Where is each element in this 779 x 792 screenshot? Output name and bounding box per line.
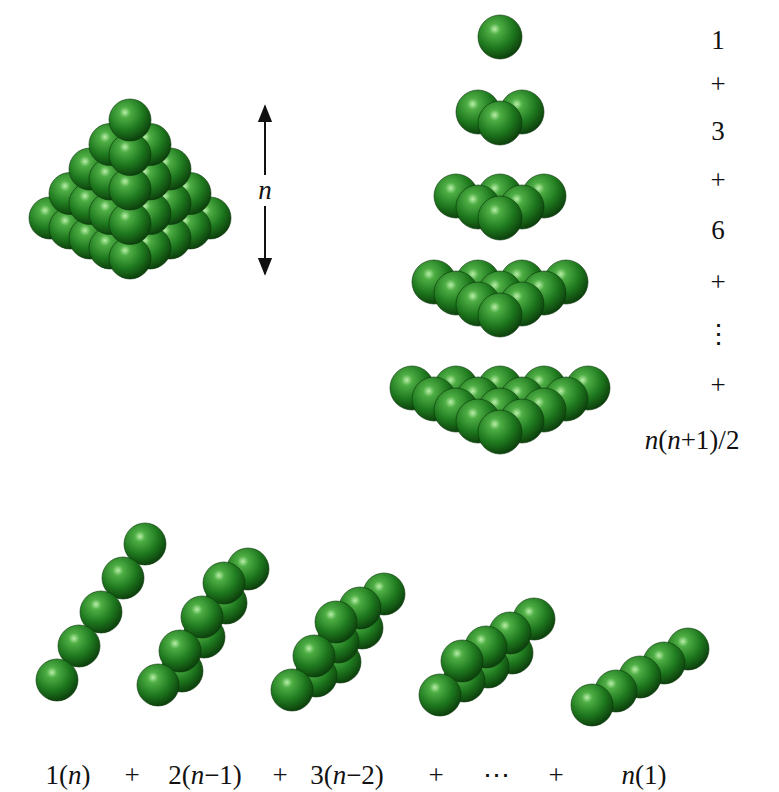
sphere [109,99,151,141]
formula-term: 1 [711,27,725,54]
formula-term: n(n+1)/2 [645,427,740,454]
formula-term: + [710,71,725,98]
sphere [478,293,522,337]
formula-term: + [428,762,443,789]
sphere [571,684,613,726]
sphere-group [29,15,709,726]
formula-term: 2(n−1) [168,762,242,789]
formula-term: + [272,762,287,789]
sphere [419,674,461,716]
sphere [478,410,522,454]
sphere [36,659,78,701]
formula-term: 6 [711,217,725,244]
formula-term: + [124,762,139,789]
formula-term: 3(n−2) [310,762,384,789]
formula-term: 3 [711,118,725,145]
formula-term: + [710,167,725,194]
sphere [478,101,522,145]
sphere [137,664,179,706]
sphere [271,669,313,711]
sphere [478,15,522,59]
formula-term: + [548,762,563,789]
height-label: n [258,177,272,204]
height-arrow [264,106,266,175]
height-arrow [264,206,266,274]
formula-term: ⋮ [705,321,732,348]
formula-term: ⋯ [483,762,510,789]
formula-term: + [710,269,725,296]
formula-term: + [710,372,725,399]
sphere [478,196,522,240]
formula-term: n(1) [622,762,667,789]
formula-term: 1(n) [46,762,91,789]
